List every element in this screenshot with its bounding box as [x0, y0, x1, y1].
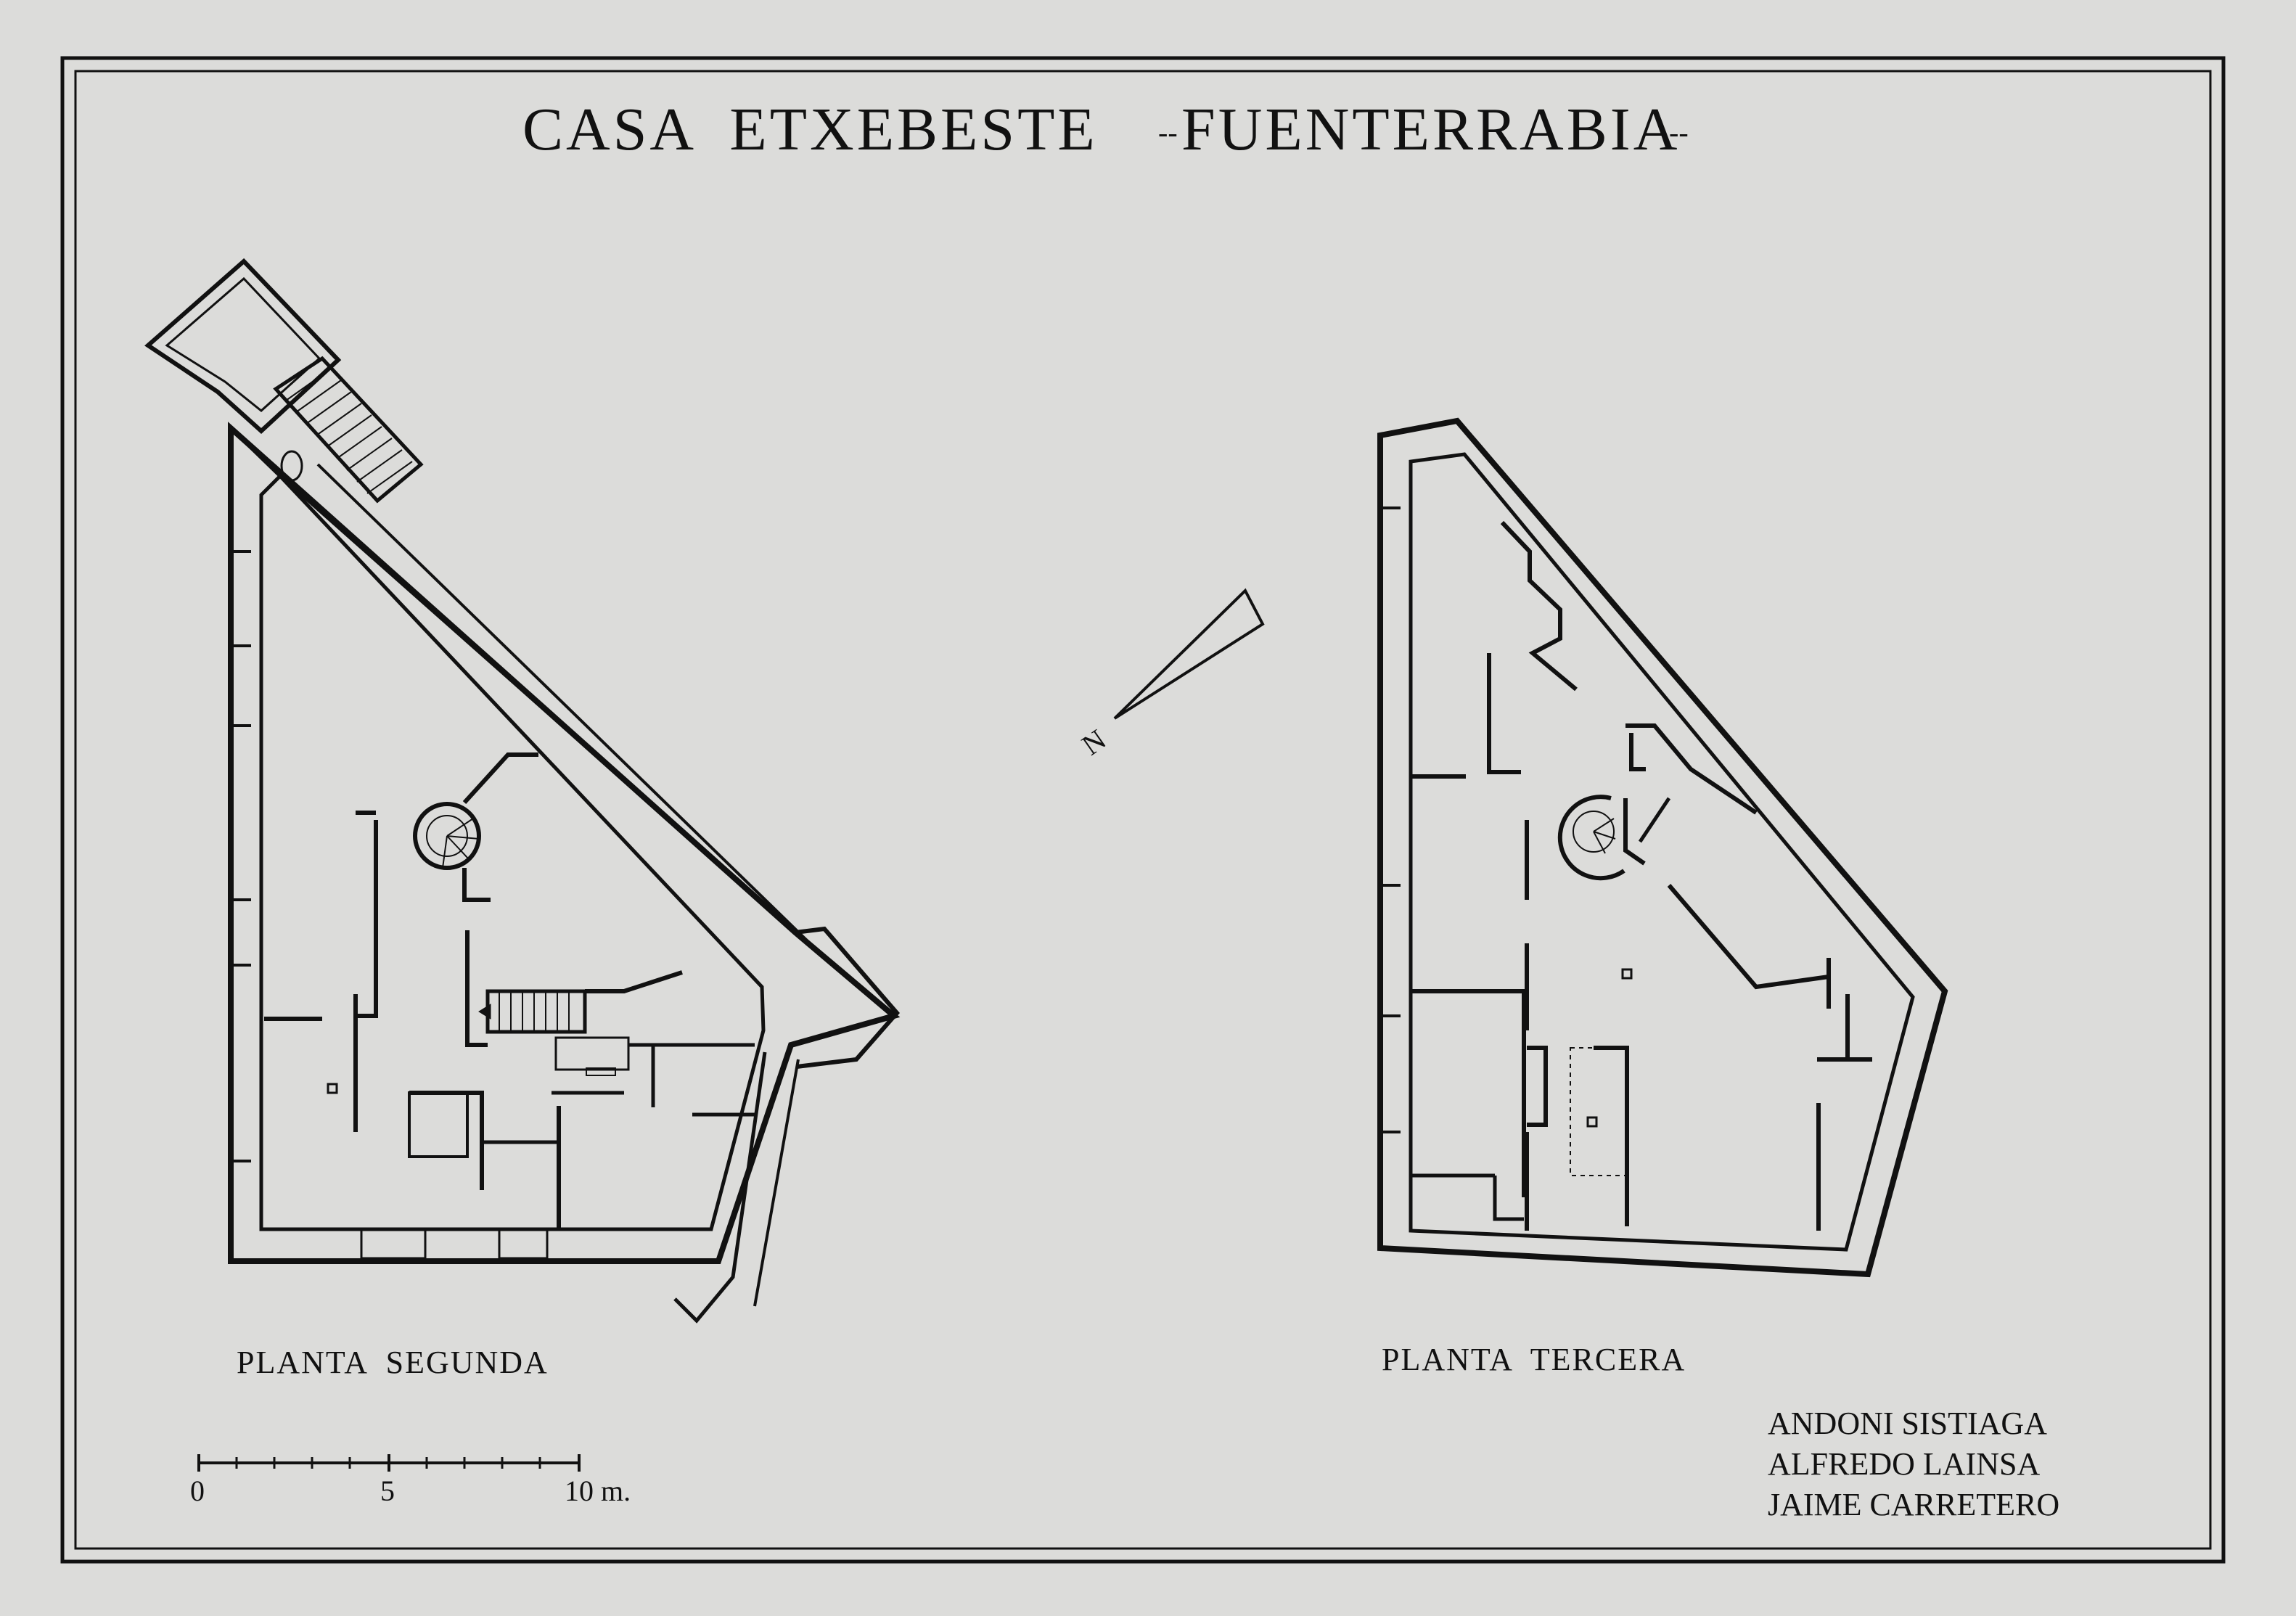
floor-plan-third	[1377, 417, 1948, 1278]
partition-left-long	[356, 820, 378, 1018]
scale-bar	[197, 1454, 581, 1472]
stair-tower	[144, 258, 342, 435]
inner-wall-third	[1409, 452, 1915, 1252]
label-planta-segunda: PLANTA SEGUNDA	[237, 1345, 549, 1380]
title-main: CASA ETXEBESTE	[522, 96, 1098, 163]
title-place: FUENTERRABIA	[1181, 96, 1680, 163]
author-3: JAIME CARRETERO	[1768, 1487, 2059, 1522]
author-1: ANDONI SISTIAGA	[1768, 1406, 2047, 1441]
scale-tick-10: 10 m.	[565, 1475, 631, 1507]
outer-wall-third	[1377, 417, 1948, 1278]
stair-flight-top	[273, 356, 424, 504]
spiral-stair-second	[413, 802, 481, 870]
spiral-stair-third	[1557, 795, 1625, 881]
scale-tick-0: 0	[190, 1475, 205, 1507]
floor-plan-second	[144, 258, 901, 1324]
label-planta-tercera: PLANTA TERCERA	[1382, 1342, 1686, 1377]
balcony-right	[795, 926, 900, 1069]
title-dashes-right: --	[1669, 116, 1689, 149]
author-2: ALFREDO LAINSA	[1768, 1446, 2040, 1482]
scale-tick-5: 5	[380, 1475, 395, 1507]
title-dashes-left: --	[1158, 116, 1178, 149]
north-arrow-icon	[1113, 588, 1265, 720]
sheet-frame	[60, 56, 2226, 1564]
